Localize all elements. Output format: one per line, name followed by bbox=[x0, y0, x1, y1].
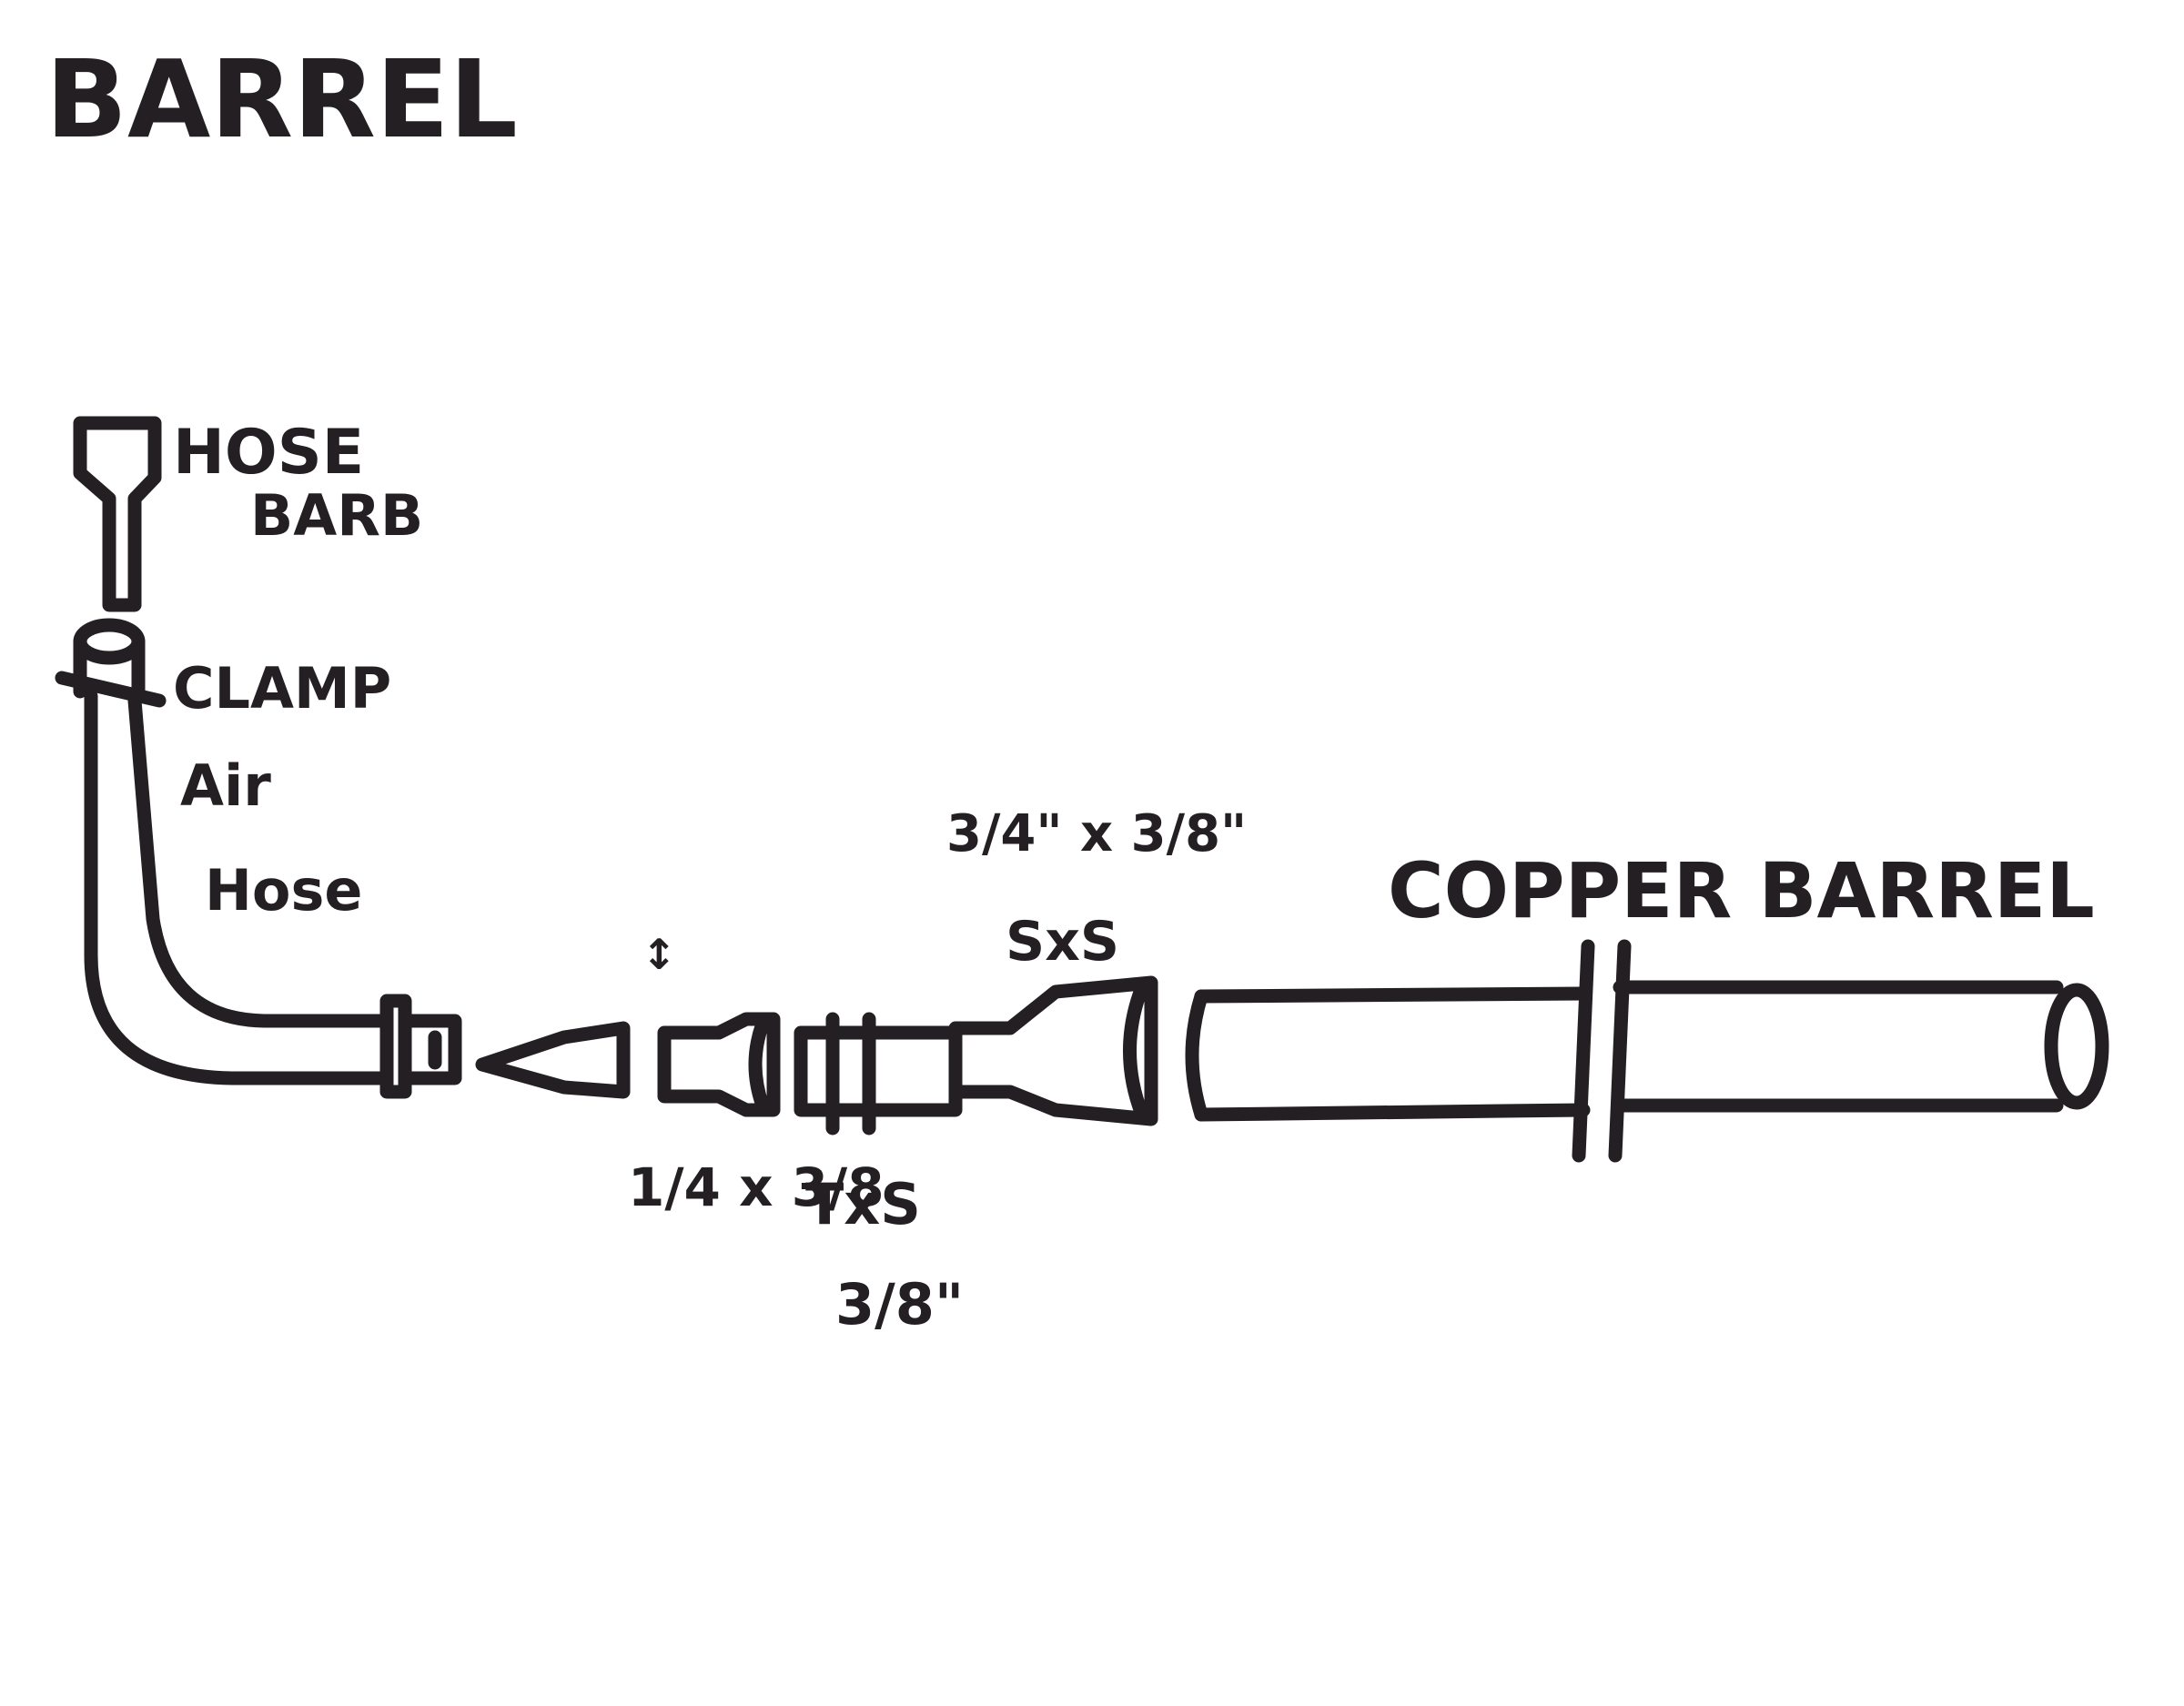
air-hose-label-line1: Air bbox=[180, 752, 271, 819]
bushing-label-line2: SxS bbox=[1006, 910, 1119, 974]
hose-barb-label-line2: BARB bbox=[250, 482, 423, 549]
hose-barb bbox=[73, 416, 162, 612]
hose-barb-label-line1: HOSE bbox=[173, 417, 364, 489]
barb-fitting bbox=[475, 1021, 631, 1099]
clamp-label: CLAMP bbox=[173, 655, 391, 722]
copper-barrel bbox=[1185, 939, 2109, 1163]
bushing-label-line1: 3/4" x 3/8" bbox=[946, 804, 1247, 863]
adapter-fitting bbox=[794, 1012, 963, 1136]
small-fitting-label: 1/4 x 3/8 bbox=[628, 1156, 885, 1218]
air-hose bbox=[84, 689, 389, 1085]
adapter-label: TxS bbox=[805, 1171, 921, 1237]
hose-end-fitting bbox=[379, 994, 462, 1099]
coupling-size-label: 3/8" bbox=[835, 1271, 964, 1338]
clamp bbox=[55, 618, 167, 708]
reducer-fitting bbox=[657, 1012, 781, 1117]
copper-barrel-label: COPPER BARREL bbox=[1388, 846, 2095, 935]
small-fitting-top-mark: ↕ bbox=[642, 930, 677, 979]
air-hose-label-line2: Hose bbox=[205, 857, 362, 924]
bushing-fitting bbox=[948, 975, 1158, 1126]
page-title: BARREL bbox=[46, 36, 518, 162]
